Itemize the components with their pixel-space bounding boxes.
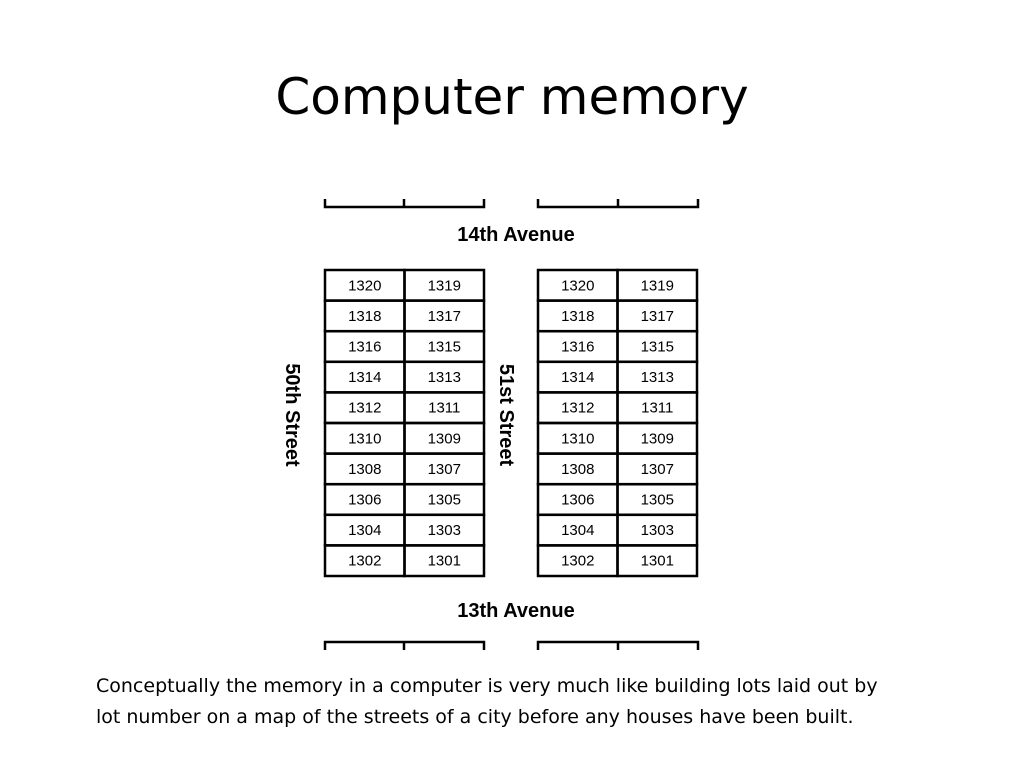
lot-number: 1312 bbox=[561, 400, 594, 417]
lot-number: 1313 bbox=[641, 369, 674, 386]
lot-number: 1302 bbox=[348, 553, 381, 570]
bottom-partial-block-west bbox=[323, 640, 486, 650]
east-block: 1320 1319 1318 1317 1316 1315 1314 1313 1312 1311… bbox=[536, 268, 699, 578]
lot-number: 1318 bbox=[561, 308, 594, 325]
top-partial-block-west bbox=[323, 199, 486, 209]
lot-number: 1319 bbox=[641, 277, 674, 294]
lot-number: 1318 bbox=[348, 308, 381, 325]
top-partial-block-east bbox=[536, 199, 700, 209]
lot-number: 1311 bbox=[428, 400, 460, 417]
lot-blocks: 1320 1319 1318 1317 1316 1315 1314 1313 1312 1311… bbox=[323, 268, 699, 578]
lot-number: 1317 bbox=[428, 308, 461, 325]
west-block: 1320 1319 1318 1317 1316 1315 1314 1313 1312 1311… bbox=[323, 268, 486, 578]
lot-number: 1314 bbox=[561, 369, 594, 386]
lot-number: 1306 bbox=[348, 492, 381, 509]
lot-cell bbox=[403, 544, 486, 578]
lot-number: 1307 bbox=[641, 461, 674, 478]
lot-number: 1310 bbox=[348, 430, 381, 447]
lot-number: 1309 bbox=[641, 430, 674, 447]
top-avenue-label: 14th Avenue bbox=[457, 224, 574, 246]
slide-title: Computer memory bbox=[275, 68, 749, 126]
lot-number: 1304 bbox=[348, 522, 381, 539]
lot-number: 1303 bbox=[641, 522, 674, 539]
slide-caption: Conceptually the memory in a computer is… bbox=[96, 675, 878, 728]
lot-number: 1302 bbox=[561, 553, 594, 570]
lot-number: 1303 bbox=[428, 522, 461, 539]
bottom-avenue-label: 13th Avenue bbox=[457, 600, 574, 622]
lot-number: 1317 bbox=[641, 308, 674, 325]
lot-number: 1310 bbox=[561, 430, 594, 447]
bottom-partial-blocks bbox=[323, 640, 700, 650]
lot-cell bbox=[616, 544, 699, 578]
middle-street-label: 51st Street bbox=[495, 364, 517, 467]
lot-number: 1314 bbox=[348, 369, 381, 386]
lot-number: 1315 bbox=[428, 339, 461, 356]
lot-number: 1304 bbox=[561, 522, 594, 539]
lot-number: 1315 bbox=[641, 339, 674, 356]
lot-number: 1308 bbox=[348, 461, 381, 478]
lot-number: 1301 bbox=[428, 553, 461, 570]
lot-number: 1309 bbox=[428, 430, 461, 447]
lot-number: 1316 bbox=[561, 339, 594, 356]
lot-number: 1316 bbox=[348, 339, 381, 356]
lot-number: 1320 bbox=[561, 277, 594, 294]
lot-number: 1305 bbox=[428, 492, 461, 509]
lot-number: 1305 bbox=[641, 492, 674, 509]
lot-number: 1306 bbox=[561, 492, 594, 509]
left-street-label: 50th Street bbox=[281, 363, 303, 467]
lot-number: 1319 bbox=[428, 277, 461, 294]
lot-number: 1320 bbox=[348, 277, 381, 294]
lot-number: 1308 bbox=[561, 461, 594, 478]
bottom-partial-block-east bbox=[536, 640, 700, 650]
lot-number: 1313 bbox=[428, 369, 461, 386]
lot-number: 1307 bbox=[428, 461, 461, 478]
lot-number: 1312 bbox=[348, 400, 381, 417]
lot-number: 1311 bbox=[641, 400, 673, 417]
lot-number: 1301 bbox=[641, 553, 674, 570]
top-partial-blocks bbox=[323, 199, 700, 209]
